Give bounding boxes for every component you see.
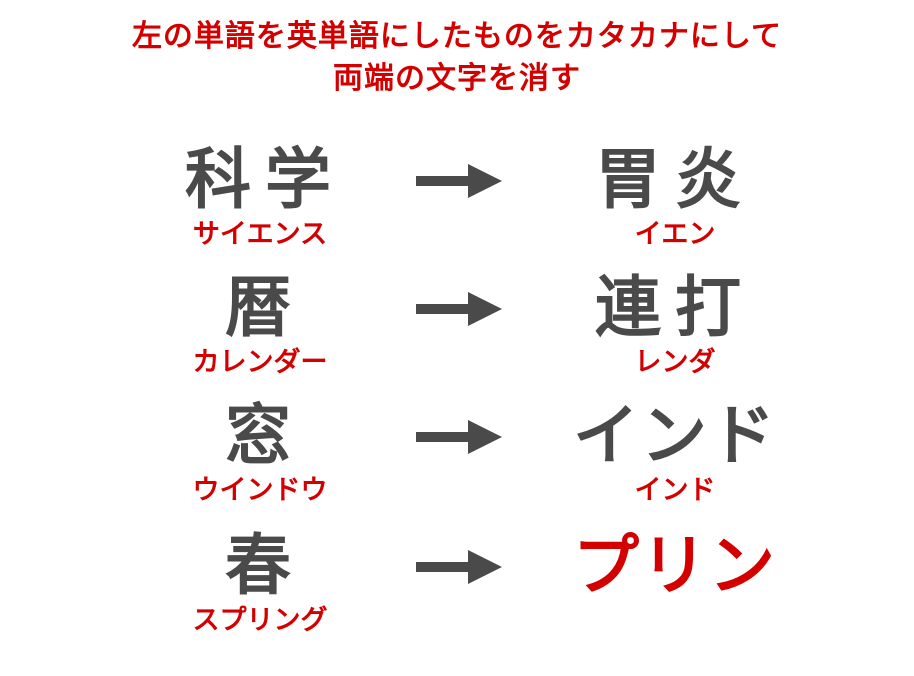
source-word: 暦 [225,269,305,346]
result-word: 胃炎 [595,141,755,218]
right-arrow-icon [416,550,502,584]
source-word: 春 [225,527,305,604]
puzzle-row: 科学 サイエンス 胃炎 イエン [0,140,914,280]
result-word: 連打 [595,269,755,346]
instruction-line-2: 両端の文字を消す [333,61,581,96]
source-reading: カレンダー [192,347,328,378]
instruction-line-1: 左の単語を英単語にしたものをカタカナにして [131,19,783,54]
source-reading: サイエンス [192,219,328,250]
puzzle-row: 春 スプリング プリン [0,526,914,666]
right-arrow-icon [416,164,502,198]
result-word: インド [573,397,777,474]
result-reading: イエン [634,219,716,250]
right-arrow-icon [416,420,502,454]
source-word: 科学 [185,141,345,218]
result-reading: インド [634,475,716,506]
right-arrow-icon [416,292,502,326]
source-reading: スプリング [192,605,328,636]
puzzle-row: 暦 カレンダー 連打 レンダ [0,268,914,408]
result-reading: レンダ [634,347,716,378]
source-reading: ウインドウ [192,475,328,506]
source-word: 窓 [225,397,305,474]
puzzle-row: 窓 ウインドウ インド インド [0,396,914,536]
answer-word: プリン [573,527,777,604]
